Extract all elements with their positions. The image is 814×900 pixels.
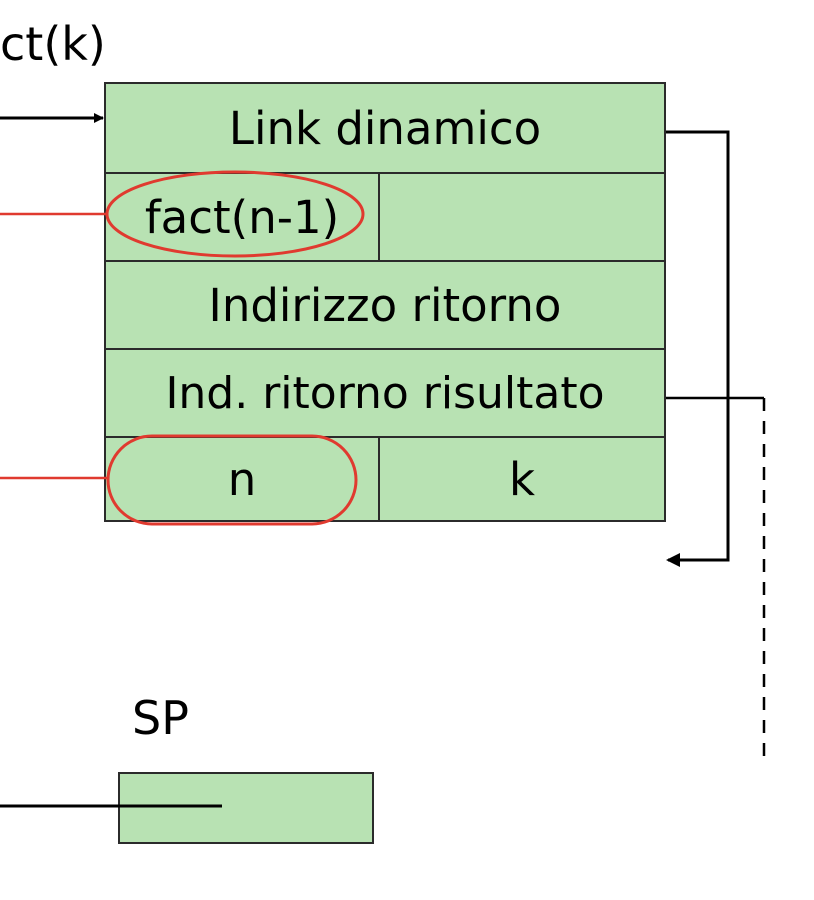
sp-box: [118, 772, 374, 844]
result-return-address-cell: Ind. ritorno risultato: [106, 348, 664, 436]
dynamic-link-arrow-path: [666, 130, 730, 562]
param-k-cell: k: [380, 436, 664, 520]
return-address-cell: Indirizzo ritorno: [106, 260, 664, 348]
link-dinamico-cell: Link dinamico: [106, 84, 664, 172]
fact-value-cell: [380, 172, 664, 260]
fact-call-cell: fact(n-1): [106, 172, 380, 260]
sp-label: SP: [132, 691, 189, 745]
param-n-cell: n: [106, 436, 380, 520]
frame-call-label: ct(k): [0, 17, 106, 71]
dynamic-link-arrowhead: [666, 553, 680, 567]
activation-record: Link dinamico fact(n-1) Indirizzo ritorn…: [104, 82, 666, 522]
